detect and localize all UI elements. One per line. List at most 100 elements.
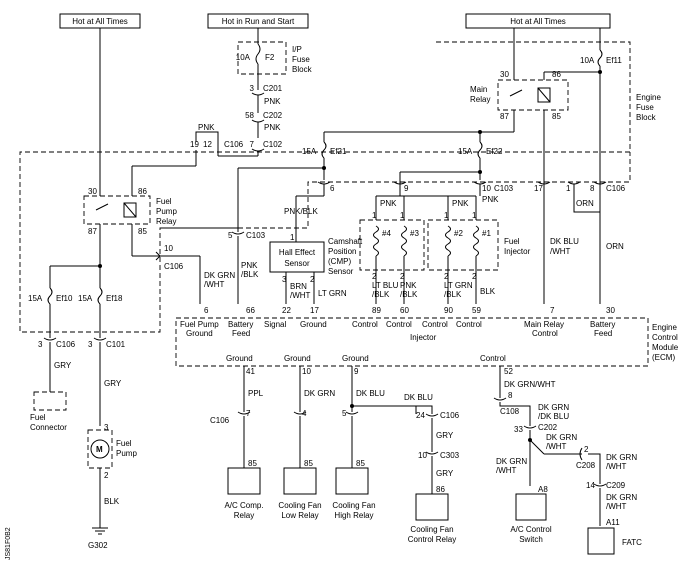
wire-gry-pump: GRY: [104, 379, 122, 388]
fan-low-relay-box: [283, 467, 317, 495]
wire-pnk-blk-feed-1: PNK: [241, 261, 258, 270]
fpr-label-3: Relay: [156, 217, 176, 226]
wire-dk-grn-dk-blu-2: /DK BLU: [538, 412, 569, 421]
cmp-sensor: Hall Effect Sensor 1 3 2 Camshaft Positi…: [269, 233, 363, 315]
inj-4-pin-1: 1: [372, 211, 377, 220]
header-hot-right: Hot at All Times: [465, 13, 611, 29]
c108-label: C108: [500, 407, 520, 416]
c201-pin: 3: [250, 84, 255, 93]
header-hot-run: Hot in Run and Start: [207, 13, 309, 29]
wire-gry-fan-1: GRY: [436, 431, 454, 440]
ecm-control-3-pin: 90: [444, 306, 453, 315]
fan-high-label-2: High Relay: [334, 511, 373, 520]
wire-pnk-loop-label: PNK: [198, 123, 215, 132]
fuel-connector-label-2: Connector: [30, 423, 67, 432]
header-hot-run-text: Hot in Run and Start: [222, 17, 295, 26]
fuel-connector-label-1: Fuel: [30, 413, 46, 422]
wire-pnk-1: PNK: [264, 97, 281, 106]
ecm-main-relay-1: Main Relay: [524, 320, 564, 329]
c208-pin: 2: [584, 445, 589, 454]
ecm-label-2: Control: [652, 333, 678, 342]
ecm-label-1: Engine: [652, 323, 677, 332]
inj-2-pin-1: 1: [444, 211, 449, 220]
ac-switch-pin: A8: [538, 485, 548, 494]
ip-fuse-block-label-3: Block: [292, 65, 313, 74]
wire-gry-fan-2: GRY: [436, 469, 454, 478]
ecm-fp-ground-pin: 6: [204, 306, 209, 315]
c103-label: C103: [246, 231, 266, 240]
wire-dk-grn-wht-fp-1: DK GRN: [204, 271, 235, 280]
header-hot-left: Hot at All Times: [59, 13, 141, 29]
ac-relay-label-1: A/C Comp.: [224, 501, 263, 510]
inj-2-label: #2: [454, 229, 463, 238]
engine-block-connectors: 6 5 C103 PNK /BLK 66 PNK/BLK 9 10 C103 P…: [228, 166, 626, 315]
wire-dk-grn-wht-4: DK GRN: [496, 457, 527, 466]
ecm-batt-feed-1: Battery: [228, 320, 253, 329]
ef10-rating: 15A: [28, 294, 43, 303]
wire-pnk-inj-3: PNK: [482, 195, 499, 204]
ef11-label: Ef11: [606, 56, 622, 65]
wire-dk-blu-wht-1: DK BLU: [550, 237, 579, 246]
c208-label: C208: [576, 461, 596, 470]
sensor-cmp-2: Position: [328, 247, 356, 256]
wire-lt-grn-blk-2: /BLK: [444, 290, 462, 299]
ecm-control-4: Control: [456, 320, 482, 329]
ground-g302: G302: [88, 541, 108, 550]
inj-4-label: #4: [382, 229, 391, 238]
ecm-control-4-pin: 59: [472, 306, 481, 315]
sensor-pin-1: 1: [290, 233, 295, 242]
wire-lt-grn: LT GRN: [318, 289, 347, 298]
ecm-batt-feed-r-1: Battery: [590, 320, 615, 329]
wire-dk-grn-wht-3b: /WHT: [546, 442, 567, 451]
fuse-ef11: 10A Ef11: [580, 28, 622, 184]
inj-1-label: #1: [482, 229, 491, 238]
c103-pin: 5: [228, 231, 233, 240]
c303-pin: 10: [418, 451, 427, 460]
sensor-pin-3: 3: [282, 275, 287, 284]
ecm-ground-2-pin: 10: [302, 367, 311, 376]
fatc-label: FATC: [622, 538, 642, 547]
wire-dk-blu: DK BLU: [356, 389, 385, 398]
ecm-ground-3: Ground: [342, 354, 369, 363]
fan-high-label-1: Cooling Fan: [332, 501, 375, 510]
ef21-rating: 15A: [302, 147, 317, 156]
c201-label: C201: [263, 84, 283, 93]
c202-label: C202: [263, 111, 283, 120]
fuel-pump-motor-icon: [90, 439, 110, 459]
c106-c-label: C106: [606, 184, 626, 193]
ecm-ground-2: Ground: [284, 354, 311, 363]
wire-dk-grn-wht-6b: /WHT: [606, 502, 627, 511]
ef18-rating: 15A: [78, 294, 93, 303]
fan-low-label-1: Cooling Fan: [278, 501, 321, 510]
wire-pnk-blk-inj-2: /BLK: [400, 290, 418, 299]
inj-label-2: Injector: [504, 247, 531, 256]
c106-d-label: C106: [440, 411, 460, 420]
wire-blk-inj: BLK: [480, 287, 496, 296]
page-code: JS81F0B2: [5, 527, 12, 560]
wire-brn-wht-2: /WHT: [290, 291, 311, 300]
ecm-batt-feed-2: Feed: [232, 329, 250, 338]
fpr-pin-85: 85: [138, 227, 147, 236]
inj-3-pin-2: 2: [400, 272, 405, 281]
c102-pin: 7: [250, 140, 255, 149]
c106-left-label: C106: [56, 340, 76, 349]
ecm-control-3: Control: [422, 320, 448, 329]
fuel-connector-box: [33, 391, 67, 411]
wire-dk-blu-wht-2: /WHT: [550, 247, 571, 256]
ecm-fp-ground-2: Ground: [186, 329, 213, 338]
mr-pin-86: 86: [552, 70, 561, 79]
ac-relay-label-2: Relay: [234, 511, 254, 520]
ip-fuse-block-label-1: I/P: [292, 45, 302, 54]
fan-ctrl-pin: 86: [436, 485, 445, 494]
fan-low-pin: 85: [304, 459, 313, 468]
wire-pnk-blk-feed-2: /BLK: [241, 270, 259, 279]
c101-label: C101: [106, 340, 126, 349]
wire-dk-grn-wht-5: DK GRN: [606, 453, 637, 462]
mr-label-2: Relay: [470, 95, 490, 104]
mr-label-1: Main: [470, 85, 487, 94]
inj-1-pin-2: 2: [472, 272, 477, 281]
c106-pin-12: 12: [203, 140, 212, 149]
wire-orn-loop: ORN: [576, 199, 594, 208]
wire-dk-grn-wht-3: DK GRN: [546, 433, 577, 442]
fuel-pump-relay: 30 86 87 85 Fuel Pump Relay: [83, 28, 177, 266]
